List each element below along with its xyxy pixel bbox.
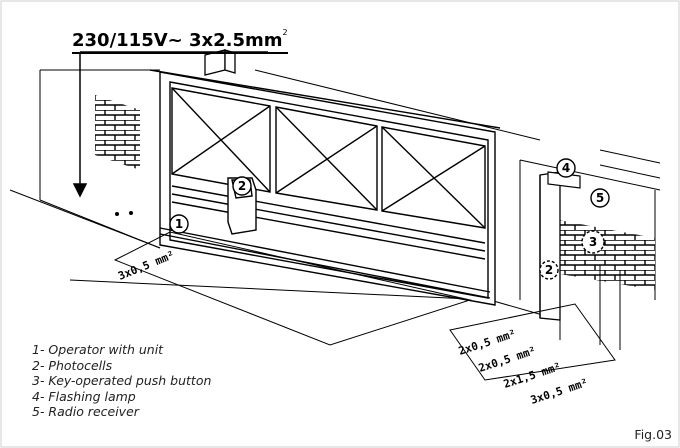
callout-3: 3 (581, 230, 605, 254)
cable-markers (115, 211, 133, 216)
legend-item-5: 5- Radio receiver (32, 404, 139, 419)
brick-wall-left (95, 95, 140, 170)
legend-item-1: 1- Operator with unit (32, 342, 164, 357)
power-supply-sup: 2 (282, 28, 288, 37)
legend-item-3: 3- Key-operated push button (32, 373, 212, 388)
sliding-gate (149, 69, 501, 306)
callout-4: 4 (556, 158, 576, 178)
svg-text:2: 2 (238, 179, 246, 193)
svg-text:3: 3 (589, 235, 597, 249)
figure-label: Fig.03 (634, 427, 672, 442)
power-supply-title: 230/115V~ 3x2.5mm2 (72, 28, 288, 54)
cable-label-1: 3x0,5 mm² (116, 248, 176, 282)
legend: 1- Operator with unit 2- Photocells 3- K… (32, 342, 211, 420)
svg-text:5: 5 (596, 191, 604, 205)
legend-item-2: 2- Photocells (32, 357, 113, 373)
svg-text:2: 2 (545, 263, 553, 277)
gate-post (539, 171, 561, 321)
callout-group: 1 2 2 3 4 5 (169, 158, 610, 280)
ground-plane (113, 231, 621, 381)
callout-1: 1 (169, 214, 189, 234)
svg-text:4: 4 (562, 161, 570, 175)
callout-2-operator: 2 (232, 176, 252, 196)
power-supply-text: 230/115V~ 3x2.5mm (72, 30, 283, 51)
svg-text:1: 1 (175, 217, 183, 231)
callout-2-post: 2 (539, 260, 559, 280)
legend-item-4: 4- Flashing lamp (32, 388, 136, 404)
callout-5: 5 (590, 188, 610, 208)
cable-label-5: 3x0,5 mm² (529, 376, 590, 407)
brick-wall-right (548, 218, 655, 290)
